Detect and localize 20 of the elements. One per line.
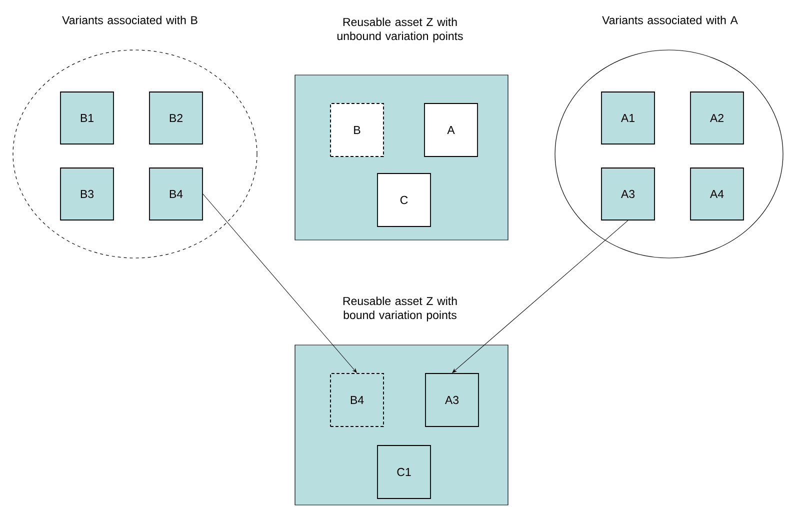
arrow: [452, 220, 628, 373]
variant-box: C1: [377, 445, 431, 499]
heading: Reusable asset Z with bound variation points: [343, 296, 457, 322]
heading: Variants associated with A: [602, 16, 738, 24]
heading: Variants associated with B: [62, 16, 198, 24]
variation-point-box: B: [330, 103, 384, 157]
variant-box: A: [424, 103, 478, 157]
variant-box: A3: [601, 168, 655, 220]
variant-box: A4: [690, 168, 744, 220]
variant-box: B3: [60, 168, 114, 220]
variant-box: B2: [149, 92, 203, 144]
variant-box: A3: [425, 373, 479, 427]
variant-box: A2: [690, 92, 744, 144]
heading: Reusable asset Z with unbound variation points: [337, 18, 463, 42]
variant-box: B4: [149, 168, 203, 220]
variation-point-box: B4: [330, 373, 384, 427]
arrow: [202, 194, 357, 373]
variant-box: B1: [60, 92, 114, 144]
variant-box: C: [377, 173, 431, 227]
variant-box: A1: [601, 92, 655, 144]
